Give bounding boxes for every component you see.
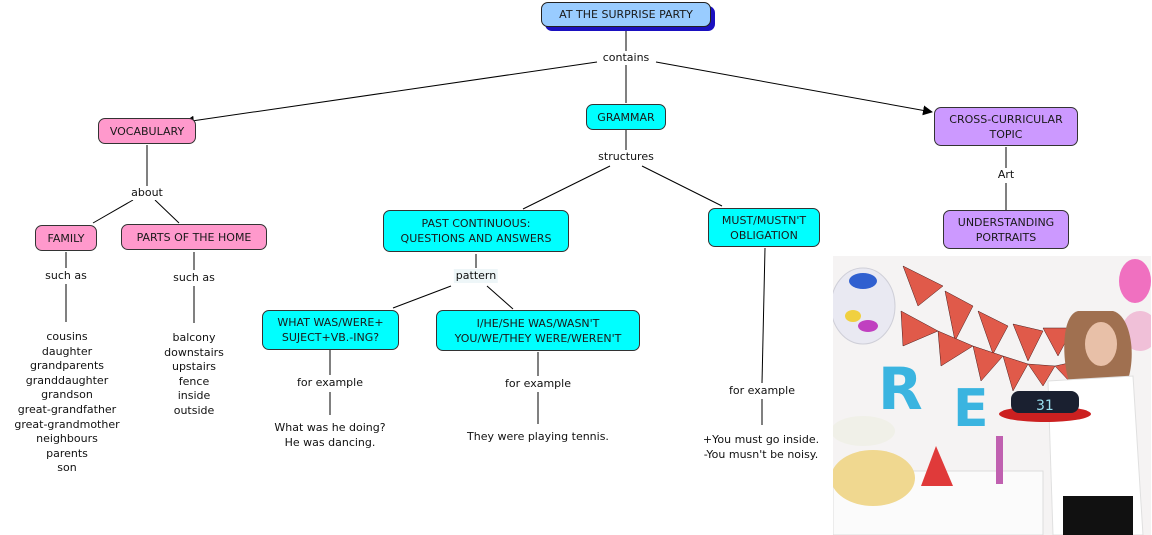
link-label-about: about bbox=[129, 186, 165, 200]
link-label-for-example-answer: for example bbox=[503, 377, 573, 391]
pink-balloon bbox=[1119, 259, 1151, 303]
cake-number: 31 bbox=[1036, 398, 1054, 414]
home-word: balcony bbox=[172, 331, 216, 344]
family-word: son bbox=[57, 461, 77, 475]
root-concept-at-the-surprise-party[interactable]: AT THE SURPRISE PARTY bbox=[541, 2, 711, 27]
concept-parts-of-the-home[interactable]: PARTS OF THE HOME bbox=[121, 224, 267, 250]
concept-was-were-answer[interactable]: I/HE/SHE WAS/WASN'T YOU/WE/THEY WERE/WER… bbox=[436, 310, 640, 351]
link-label-such-as-family: such as bbox=[43, 269, 89, 283]
photo-illustration: R E 31 bbox=[833, 256, 1151, 535]
concept-family[interactable]: FAMILY bbox=[35, 225, 97, 251]
concept-past-continuous[interactable]: PAST CONTINUOUS: QUESTIONS AND ANSWERS bbox=[383, 210, 569, 252]
link-contains-vocabulary bbox=[184, 61, 598, 126]
link-pattern-answer bbox=[486, 285, 514, 310]
link-about-home bbox=[154, 199, 180, 224]
link-label-such-as-home: such as bbox=[171, 271, 217, 285]
concept-cross-curricular-topic[interactable]: CROSS-CURRICULAR TOPIC bbox=[934, 107, 1078, 146]
link-structures-past bbox=[522, 165, 611, 210]
link-structures-must bbox=[641, 165, 723, 207]
birthday-party-photo: R E 31 bbox=[833, 256, 1151, 535]
link-about-family bbox=[92, 199, 134, 224]
family-word: parents bbox=[46, 446, 88, 460]
home-word: upstairs bbox=[171, 360, 217, 374]
concept-understanding-portraits[interactable]: UNDERSTANDING PORTRAITS bbox=[943, 210, 1069, 249]
family-word: great-grandmother bbox=[14, 417, 120, 431]
yellow-flowers bbox=[833, 450, 915, 506]
home-word: downstairs bbox=[164, 345, 224, 359]
home-word-list: balcony downstairs upstairs fence inside… bbox=[164, 331, 224, 419]
home-word: fence bbox=[178, 374, 210, 388]
home-word: outside bbox=[173, 403, 215, 417]
example-answer: They were playing tennis. bbox=[467, 430, 609, 443]
example-must: +You must go inside. -You musn't be nois… bbox=[702, 433, 820, 461]
white-flowers bbox=[833, 416, 895, 446]
concept-must-mustnt[interactable]: MUST/MUSTN'T OBLIGATION bbox=[708, 208, 820, 247]
example-question: What was he doing? He was dancing. bbox=[274, 421, 386, 449]
link-pattern-question bbox=[392, 285, 452, 309]
family-word: grandparents bbox=[30, 359, 104, 373]
family-word: cousins bbox=[46, 330, 88, 343]
concept-what-was-were-question[interactable]: WHAT WAS/WERE+ SUJECT+VB.-ING? bbox=[262, 310, 399, 350]
party-hat bbox=[921, 446, 953, 486]
family-word: daughter bbox=[41, 344, 93, 358]
link-label-contains: contains bbox=[600, 51, 652, 65]
family-word: grandson bbox=[41, 388, 93, 402]
link-label-structures: structures bbox=[596, 150, 656, 164]
link-label-for-example-must: for example bbox=[727, 384, 797, 398]
family-word: neighbours bbox=[36, 432, 98, 446]
home-word: inside bbox=[177, 389, 211, 403]
family-word: great-grandfather bbox=[17, 402, 117, 416]
family-word-list: cousins daughter grandparents granddaugh… bbox=[14, 330, 119, 476]
concept-vocabulary[interactable]: VOCABULARY bbox=[98, 118, 196, 144]
happy-birthday-balloon bbox=[833, 267, 896, 345]
balloon-letter-r: R bbox=[878, 355, 923, 423]
link-must-forex bbox=[761, 247, 766, 384]
link-label-art: Art bbox=[995, 168, 1017, 182]
link-label-for-example-question: for example bbox=[295, 376, 365, 390]
balloon-letter-e: E bbox=[953, 379, 989, 439]
concept-grammar[interactable]: GRAMMAR bbox=[586, 104, 666, 130]
link-label-pattern: pattern bbox=[453, 269, 499, 283]
family-word: granddaughter bbox=[25, 373, 109, 387]
woman-with-cake: 31 bbox=[999, 311, 1144, 535]
link-contains-cross bbox=[655, 61, 933, 116]
